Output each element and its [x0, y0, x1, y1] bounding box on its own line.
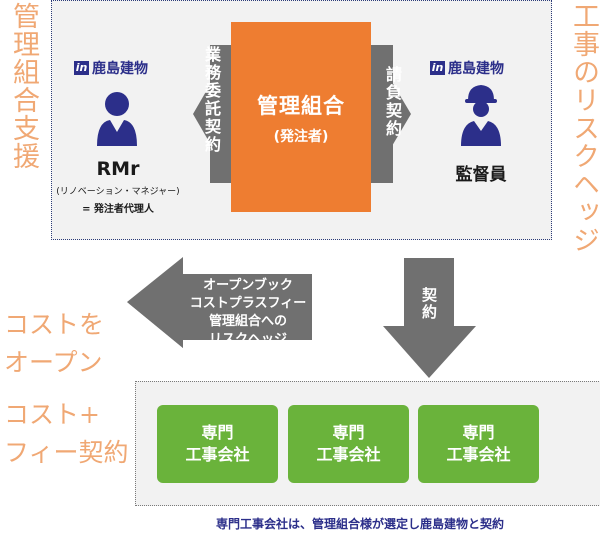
contractor-line1: 専門: [201, 423, 234, 442]
open-book-line3: 管理組合への: [208, 314, 287, 329]
specialty-contractor-box: 専門 工事会社: [157, 405, 278, 483]
contractor-line1: 専門: [332, 423, 365, 442]
right-company-name: 鹿島建物: [448, 61, 504, 77]
open-book-line4: リスクヘッジ: [208, 332, 287, 347]
label-cost-open: コストを オープン: [4, 306, 104, 382]
rm-name: RMr: [96, 158, 140, 180]
right-company-logo: in 鹿島建物: [430, 58, 504, 78]
open-book-line1: オープンブック: [203, 278, 293, 293]
contractor-line1: 専門: [462, 423, 495, 442]
specialty-contractor-box: 専門 工事会社: [418, 405, 539, 483]
label-management-support: 管理組合支援: [8, 2, 39, 170]
construction-contract-text: 請負契約: [383, 66, 402, 138]
kajima-logo-icon: in: [430, 61, 445, 75]
kajima-logo-icon: in: [74, 61, 89, 75]
left-company-logo: in 鹿島建物: [74, 58, 148, 78]
contractor-line2: 工事会社: [316, 445, 381, 464]
down-contract-text: 契約: [420, 287, 438, 321]
left-contract-arrow-shaft: [210, 45, 232, 183]
hardhat-worker-icon: [461, 85, 501, 146]
open-book-arrow: [127, 257, 312, 348]
open-book-text: オープンブック コストプラスフィー 管理組合への リスクヘッジ: [178, 277, 318, 349]
open-book-arrow-head-lower: [127, 302, 183, 348]
contractor-line2: 工事会社: [446, 445, 511, 464]
supervisor-name: 監督員: [455, 165, 507, 185]
rm-role: (リノベーション・マネジャー): [56, 187, 180, 197]
contract-down-arrow: [383, 258, 476, 378]
management-association-title: 管理組合: [257, 94, 345, 118]
businessman-icon: [97, 92, 137, 146]
contractor-line2: 工事会社: [185, 445, 250, 464]
label-construction-risk-hedge: 工事のリスクヘッジ: [568, 2, 599, 254]
management-association-box: 管理組合 (発注者): [231, 22, 371, 212]
business-contract-text: 業務委託契約: [202, 46, 221, 154]
label-cost-fee-line1: コスト+: [4, 400, 100, 429]
left-company-name: 鹿島建物: [92, 61, 148, 77]
right-contract-arrow-shaft: [371, 45, 393, 183]
specialty-contractor-box: 専門 工事会社: [288, 405, 409, 483]
open-book-line2: コストプラスフィー: [189, 296, 307, 311]
label-cost-open-line1: コストを: [4, 310, 105, 339]
orderer-subtitle: (発注者): [273, 129, 329, 145]
label-cost-open-line2: オープン: [4, 348, 103, 377]
label-cost-fee-line2: フィー契約: [4, 438, 129, 467]
rm-note: = 発注者代理人: [82, 204, 154, 215]
footer-note: 専門工事会社は、管理組合様が選定し鹿島建物と契約: [215, 517, 504, 531]
label-cost-fee-contract: コスト+ フィー契約: [4, 396, 129, 472]
